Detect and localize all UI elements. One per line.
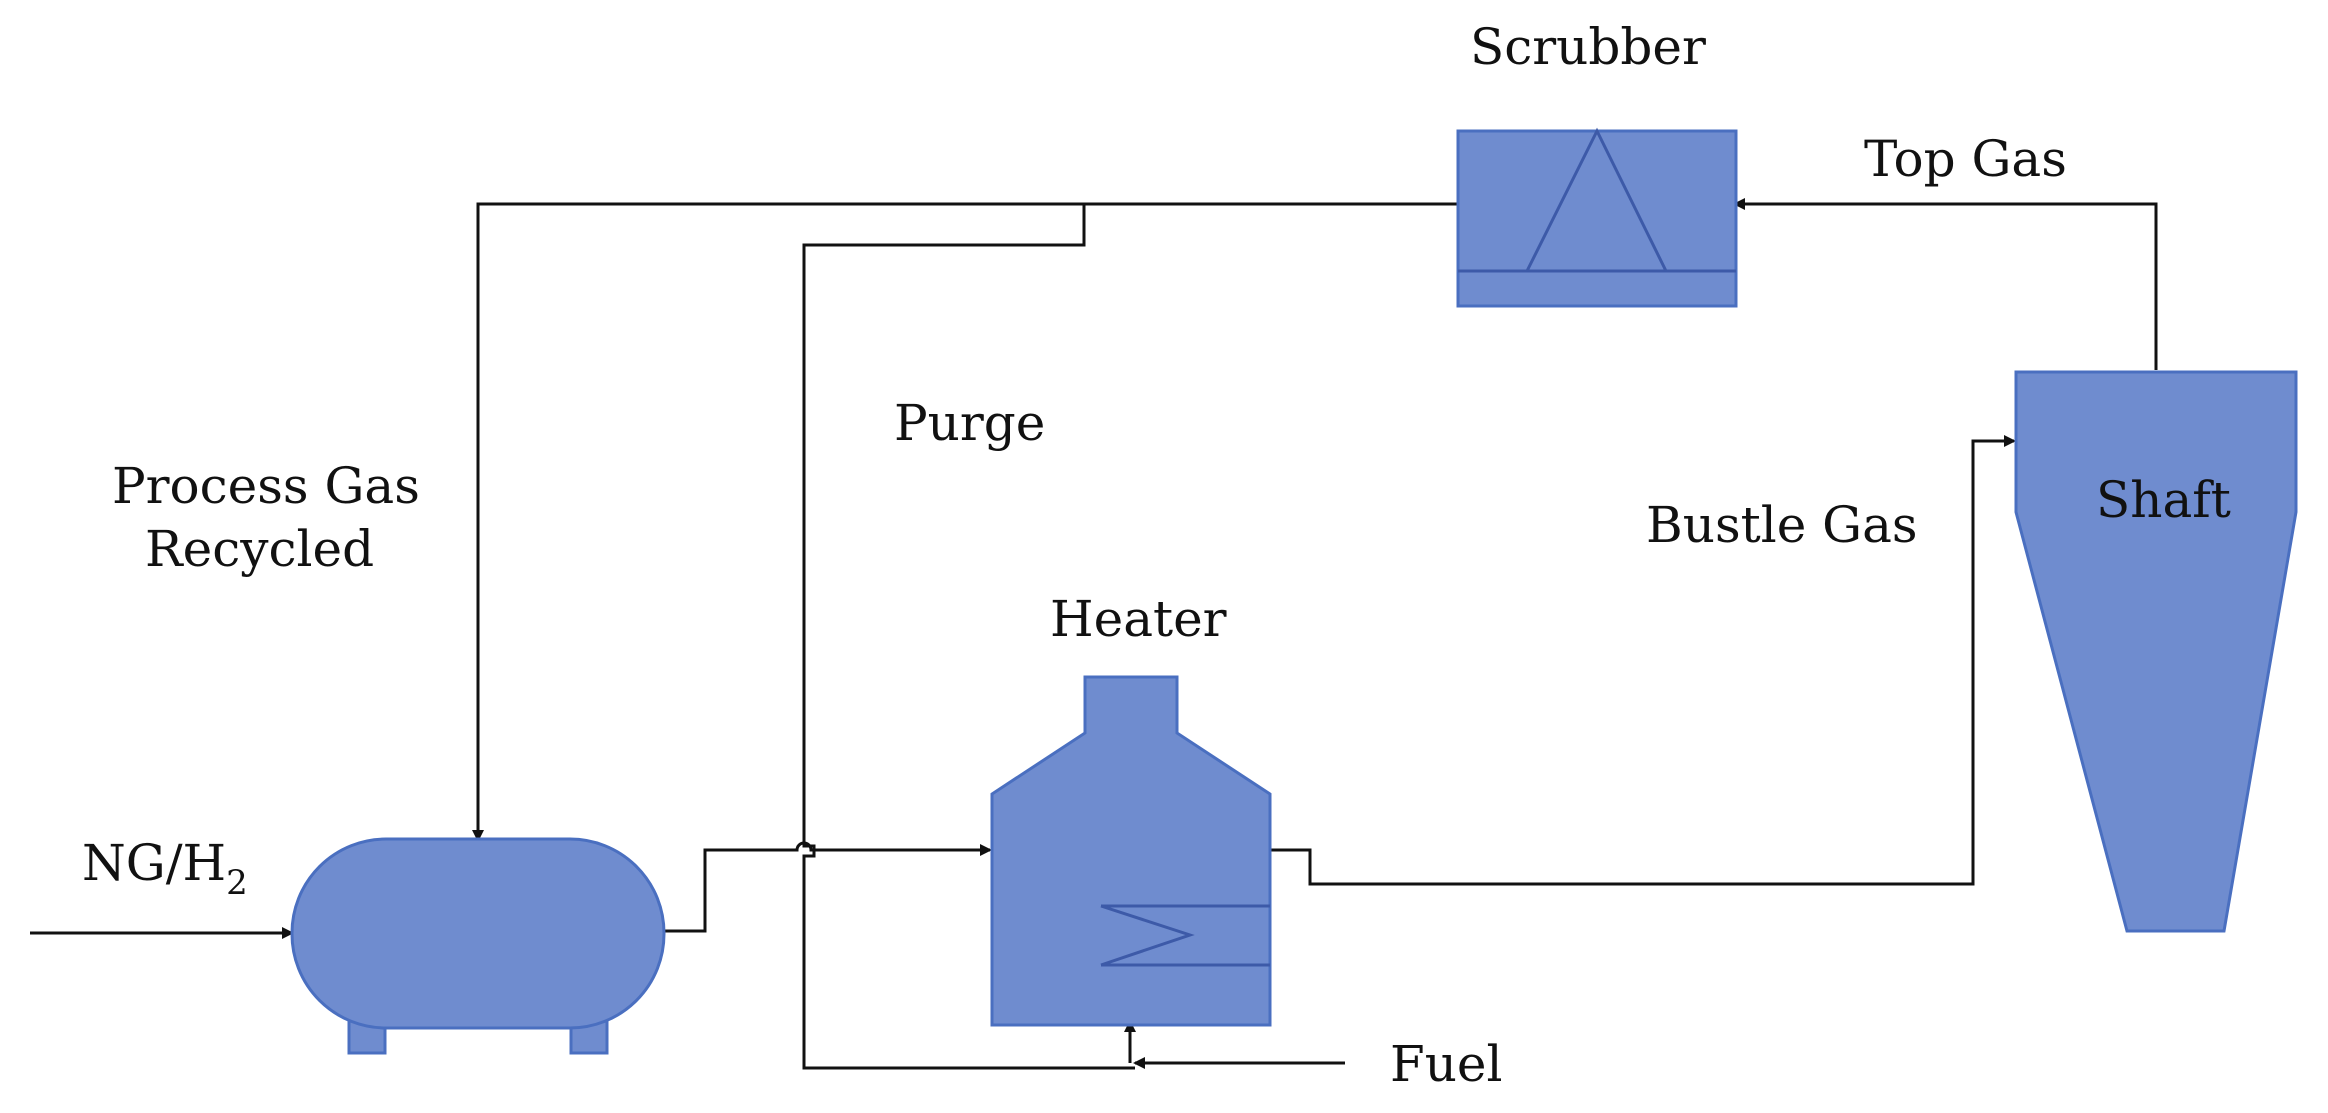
bustle-gas-line <box>1268 435 2016 886</box>
heater-coil <box>1100 904 1195 967</box>
recycled-label: Recycled <box>145 520 374 578</box>
scrubber-unit <box>1456 127 1738 308</box>
scrubber-label: Scrubber <box>1470 18 1706 76</box>
bustle-gas-label: Bustle Gas <box>1646 496 1918 554</box>
purge-line <box>802 204 1135 1070</box>
top-gas-label: Top Gas <box>1864 130 2067 188</box>
shaft-label: Shaft <box>2096 471 2231 529</box>
feed-label: NG/H2 <box>82 834 248 903</box>
top-gas-line <box>1733 198 2158 370</box>
process-gas-label: Process Gas <box>112 457 420 515</box>
recycle-gas-line <box>472 202 1458 842</box>
shaft-unit <box>2014 370 2298 933</box>
vessel-to-heater-line <box>662 841 992 933</box>
heater-label: Heater <box>1050 590 1227 648</box>
purge-label: Purge <box>894 394 1045 452</box>
fuel-label: Fuel <box>1390 1035 1502 1093</box>
heater-unit <box>990 675 1272 1027</box>
storage-vessel <box>290 837 666 1055</box>
